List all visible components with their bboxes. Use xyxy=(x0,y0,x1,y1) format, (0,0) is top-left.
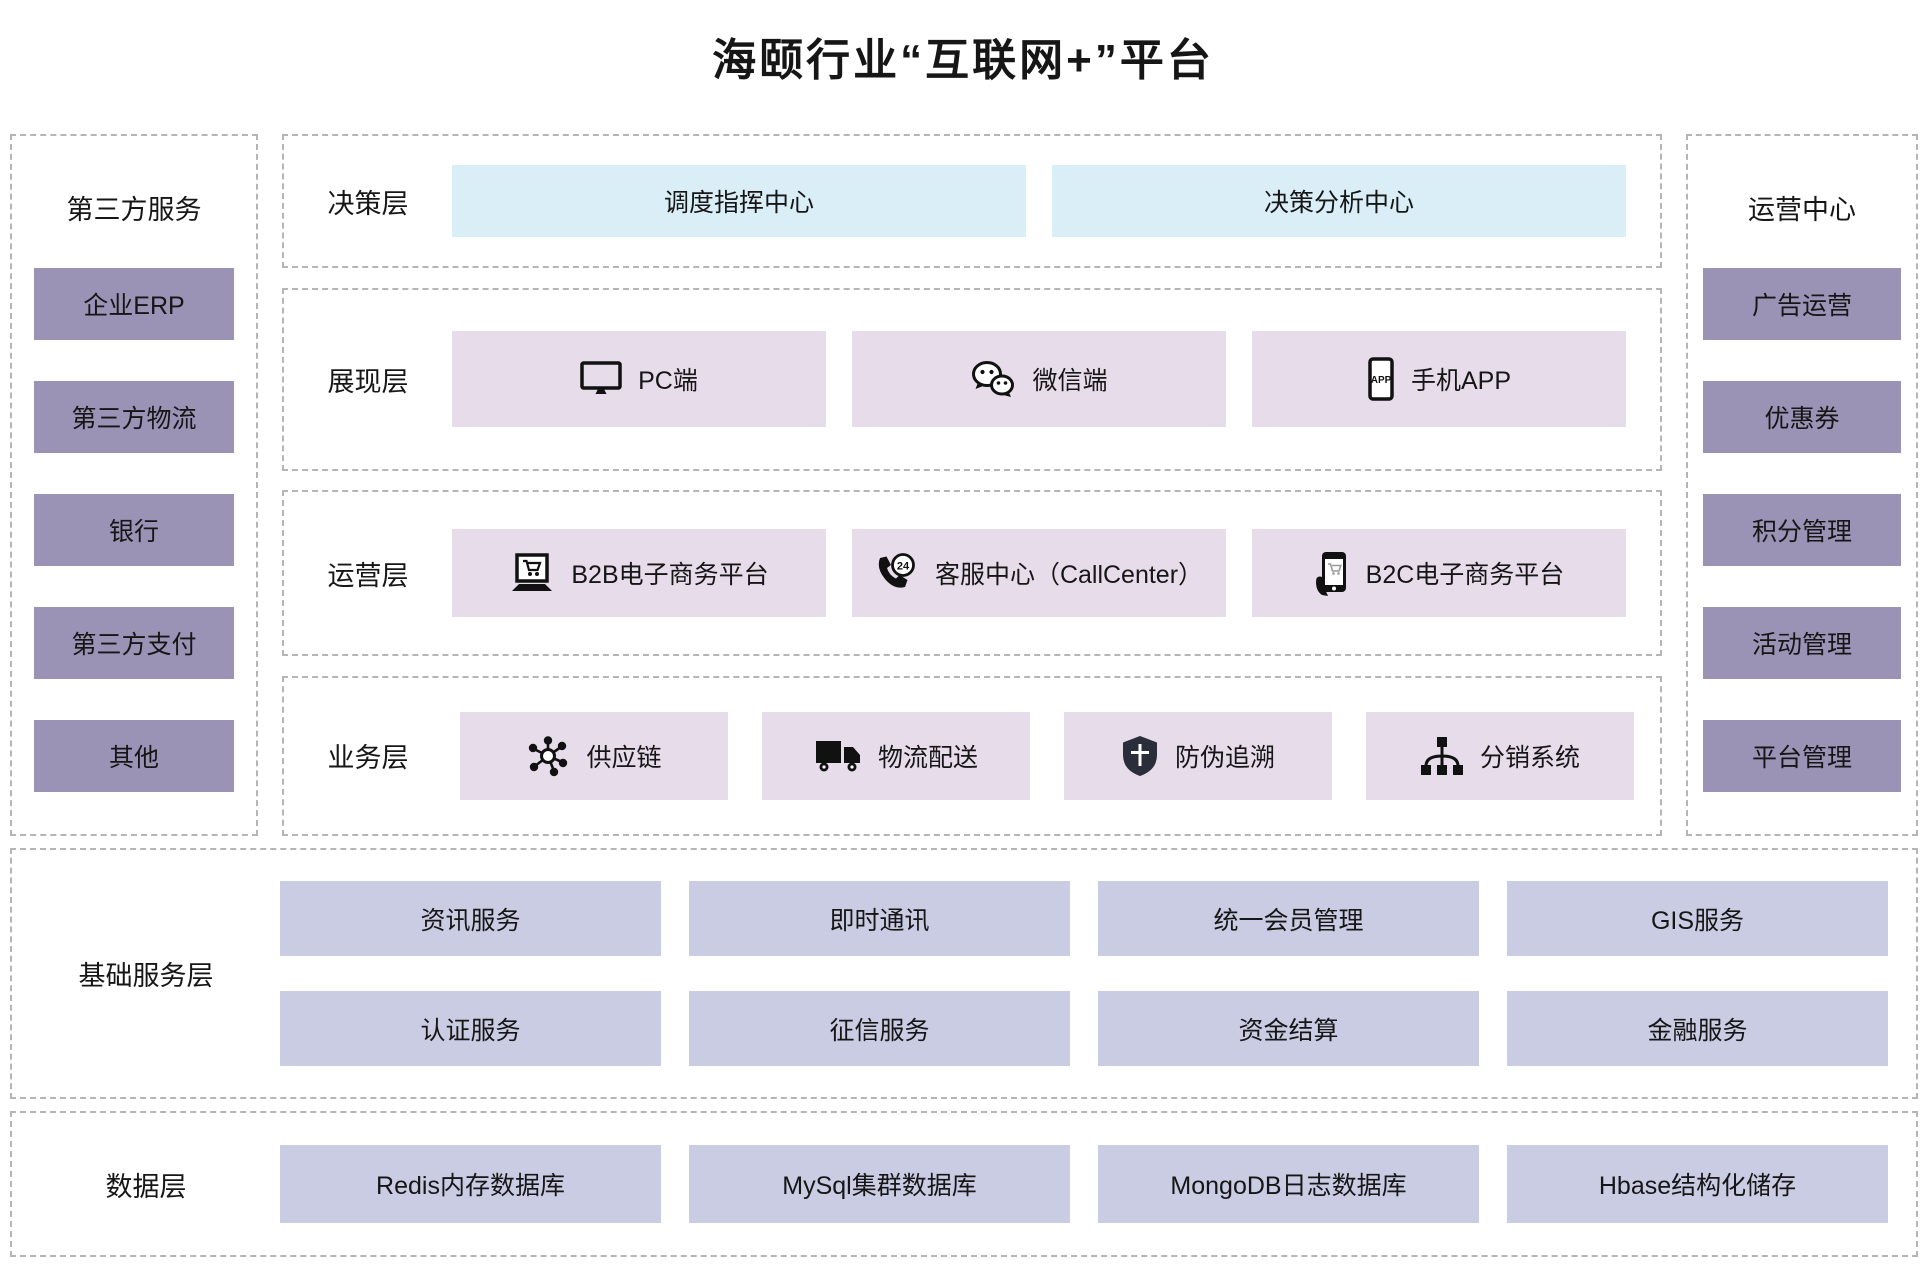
op-item-coupon: 优惠券 xyxy=(1703,381,1901,453)
b2c-platform-label: B2C电子商务平台 xyxy=(1365,561,1565,590)
third-party-item-bank: 银行 xyxy=(34,494,234,566)
operation-layer-label: 运营层 xyxy=(327,560,409,591)
logistics-delivery-label: 物流配送 xyxy=(877,743,978,772)
mobile-app-box: APP 手机APP xyxy=(1252,331,1626,428)
base-service-label: 基础服务层 xyxy=(78,961,214,991)
b2b-platform-box: B2B电子商务平台 xyxy=(452,529,826,618)
anti-counterfeit-box: 防伪追溯 xyxy=(1064,711,1332,800)
laptop-cart-icon xyxy=(509,553,555,593)
main-area: 第三方服务 企业ERP 第三方物流 银行 第三方支付 其他 决策层 调度指挥中心… xyxy=(10,134,1918,836)
distribution-system-box: 分销系统 xyxy=(1366,711,1634,800)
op-item-ad: 广告运营 xyxy=(1703,268,1901,340)
hand-phone-icon xyxy=(1314,550,1350,597)
phone-24-icon: 24 xyxy=(875,552,919,594)
operation-layer-panel: 运营层 B2B电子商务平台 24 客服中心（CallCenter） xyxy=(282,490,1662,657)
data-layer-panel: 数据层 Redis内存数据库 MySql集群数据库 MongoDB日志数据库 H… xyxy=(10,1111,1918,1257)
pc-client-label: PC端 xyxy=(638,367,698,396)
decision-layer-label: 决策层 xyxy=(327,188,409,219)
db-hbase-box: Hbase结构化储存 xyxy=(1507,1145,1888,1223)
svc-member-box: 统一会员管理 xyxy=(1098,881,1479,956)
svc-credit-box: 征信服务 xyxy=(689,991,1070,1066)
call-center-box: 24 客服中心（CallCenter） xyxy=(852,529,1226,618)
pc-client-box: PC端 xyxy=(452,331,826,428)
logistics-delivery-box: 物流配送 xyxy=(762,711,1030,800)
network-icon xyxy=(526,734,570,778)
third-party-title: 第三方服务 xyxy=(66,195,202,225)
presentation-layer-label: 展现层 xyxy=(327,366,409,397)
op-item-platform: 平台管理 xyxy=(1703,720,1901,792)
third-party-item-payment: 第三方支付 xyxy=(34,607,234,679)
b2c-platform-box: B2C电子商务平台 xyxy=(1252,529,1626,618)
svc-finance-box: 金融服务 xyxy=(1507,991,1888,1066)
operation-center-title: 运营中心 xyxy=(1748,195,1856,225)
b2b-platform-label: B2B电子商务平台 xyxy=(571,561,769,590)
data-layer-label: 数据层 xyxy=(105,1171,187,1202)
op-item-points: 积分管理 xyxy=(1703,494,1901,566)
third-party-item-erp: 企业ERP xyxy=(34,268,234,340)
wechat-client-box: 微信端 xyxy=(852,331,1226,428)
wechat-icon xyxy=(970,360,1016,398)
anti-counterfeit-label: 防伪追溯 xyxy=(1174,743,1275,772)
op-item-activity: 活动管理 xyxy=(1703,607,1901,679)
svc-news-box: 资讯服务 xyxy=(280,881,661,956)
svc-auth-box: 认证服务 xyxy=(280,991,661,1066)
supply-chain-box: 供应链 xyxy=(460,711,728,800)
svg-text:24: 24 xyxy=(897,561,910,573)
decision-layer-panel: 决策层 调度指挥中心 决策分析中心 xyxy=(282,134,1662,268)
db-mysql-box: MySql集群数据库 xyxy=(689,1145,1070,1223)
svc-im-box: 即时通讯 xyxy=(689,881,1070,956)
db-mongodb-box: MongoDB日志数据库 xyxy=(1098,1145,1479,1223)
db-redis-box: Redis内存数据库 xyxy=(280,1145,661,1223)
presentation-layer-panel: 展现层 PC端 微信端 APP xyxy=(282,287,1662,471)
mobile-app-label: 手机APP xyxy=(1410,367,1512,396)
svc-gis-box: GIS服务 xyxy=(1507,881,1888,956)
svc-settlement-box: 资金结算 xyxy=(1098,991,1479,1066)
dispatch-command-center-box: 调度指挥中心 xyxy=(452,165,1026,237)
page-title: 海颐行业“互联网+”平台 xyxy=(712,36,1214,85)
phone-app-icon: APP xyxy=(1367,357,1395,401)
third-party-item-other: 其他 xyxy=(34,720,234,792)
distribution-system-label: 分销系统 xyxy=(1479,743,1580,772)
svg-text:APP: APP xyxy=(1371,375,1392,386)
call-center-label: 客服中心（CallCenter） xyxy=(934,561,1204,590)
third-party-item-logistics: 第三方物流 xyxy=(34,381,234,453)
sitemap-icon xyxy=(1420,736,1464,776)
decision-analysis-center-box: 决策分析中心 xyxy=(1052,165,1626,237)
shield-icon xyxy=(1121,734,1159,778)
business-layer-panel: 业务层 供应链 物流配送 xyxy=(282,675,1662,836)
base-service-panel: 基础服务层 资讯服务 即时通讯 统一会员管理 GIS服务 认证服务 征信服务 资… xyxy=(10,848,1918,1099)
center-layers: 决策层 调度指挥中心 决策分析中心 展现层 PC端 微信端 xyxy=(282,134,1662,836)
supply-chain-label: 供应链 xyxy=(586,743,662,772)
third-party-panel: 第三方服务 企业ERP 第三方物流 银行 第三方支付 其他 xyxy=(10,134,258,836)
truck-icon xyxy=(814,738,862,774)
wechat-client-label: 微信端 xyxy=(1032,367,1108,396)
monitor-icon xyxy=(580,361,622,397)
business-layer-label: 业务层 xyxy=(327,743,409,774)
operation-center-panel: 运营中心 广告运营 优惠券 积分管理 活动管理 平台管理 xyxy=(1686,134,1918,836)
